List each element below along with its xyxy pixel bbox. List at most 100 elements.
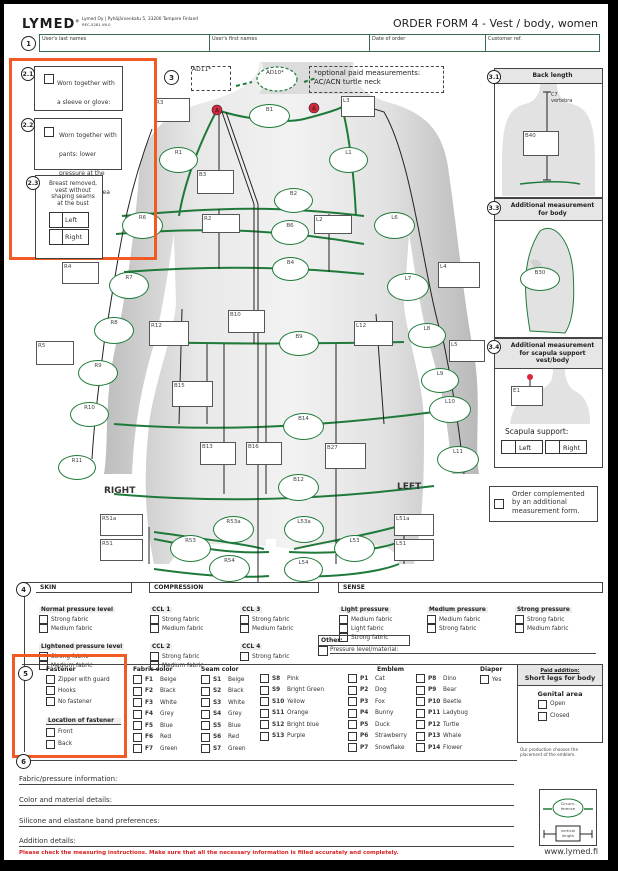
sense-light-light[interactable]: Light fabric (339, 624, 392, 633)
checkbox[interactable] (260, 697, 269, 707)
oval-r53a[interactable]: R53a (213, 516, 254, 543)
last-names-field[interactable]: User's last names (40, 35, 210, 51)
oval-l53a[interactable]: L53a (284, 516, 324, 543)
sense-medium-strong[interactable]: Strong fabric (427, 624, 488, 633)
oval-r8[interactable]: R8 (94, 317, 134, 344)
oval-r7[interactable]: R7 (109, 272, 149, 299)
checkbox[interactable] (46, 739, 55, 749)
oval-l9[interactable]: L9 (421, 368, 459, 393)
checkbox[interactable] (150, 615, 159, 624)
sense-light-medium[interactable]: Medium fabric (339, 615, 392, 624)
checkbox[interactable] (133, 732, 142, 742)
fastener-zipper[interactable]: Zipper with guard (46, 674, 121, 685)
checkbox[interactable] (538, 711, 547, 721)
measure-box-l5[interactable]: L5 (449, 340, 485, 362)
checkbox[interactable] (339, 624, 348, 633)
oval-b2[interactable]: B2 (274, 188, 313, 213)
checkbox[interactable] (201, 744, 210, 754)
checkbox[interactable] (260, 731, 269, 741)
checkbox[interactable] (416, 743, 425, 753)
sense-light-strong[interactable]: Strong fabric (339, 633, 392, 642)
checkbox[interactable] (515, 615, 524, 624)
breast-right-checkbox[interactable] (50, 229, 63, 244)
checkbox[interactable] (348, 743, 357, 753)
measure-box-b15[interactable]: B15 (172, 381, 213, 407)
skin-normal-medium[interactable]: Medium fabric (39, 624, 124, 633)
checkbox[interactable] (348, 697, 357, 707)
oval-l53[interactable]: L53 (334, 535, 375, 562)
genital-open[interactable]: Open (538, 698, 602, 710)
skin-normal-strong[interactable]: Strong fabric (39, 615, 124, 624)
checkbox[interactable] (46, 675, 55, 684)
checkbox[interactable] (240, 624, 249, 633)
measure-box-r12[interactable]: R12 (149, 321, 189, 346)
oval-r9[interactable]: R9 (78, 360, 118, 386)
ccl2-strong[interactable]: Strong fabric (150, 652, 203, 661)
oval-b14[interactable]: B14 (283, 413, 324, 440)
checkbox[interactable] (339, 633, 348, 642)
oval-l7[interactable]: L7 (387, 273, 429, 301)
measure-box-b3[interactable]: B3 (197, 170, 234, 194)
checkbox[interactable] (150, 661, 159, 670)
checkbox[interactable] (133, 675, 142, 685)
checkbox[interactable] (201, 709, 210, 719)
genital-closed[interactable]: Closed (538, 710, 602, 722)
checkbox[interactable] (201, 675, 210, 685)
skin-lightened-medium[interactable]: Medium fabric (39, 661, 124, 670)
oval-l54[interactable]: L54 (284, 557, 323, 582)
checkbox[interactable] (260, 685, 269, 695)
checkbox[interactable] (416, 685, 425, 695)
breast-left-option[interactable]: Left (49, 211, 89, 228)
scapula-left-checkbox[interactable] (502, 441, 516, 453)
oval-l10[interactable]: L10 (429, 396, 471, 423)
oval-l6[interactable]: L6 (374, 212, 415, 239)
oval-b30[interactable]: B30 (520, 267, 560, 291)
ccl3-strong[interactable]: Strong fabric (240, 615, 293, 624)
oval-r53[interactable]: R53 (170, 535, 211, 562)
checkbox[interactable] (133, 744, 142, 754)
measure-box-b40[interactable]: B40 (523, 131, 559, 156)
checkbox[interactable] (416, 720, 425, 730)
checkbox[interactable] (260, 708, 269, 718)
measure-box-l2[interactable]: L2 (314, 215, 352, 234)
measure-box-l3[interactable]: L3 (341, 96, 375, 117)
checkbox[interactable] (416, 674, 425, 684)
sense-strong-strong[interactable]: Strong fabric (515, 615, 572, 624)
oval-b6[interactable]: B6 (271, 220, 309, 245)
first-names-field[interactable]: User's first names (210, 35, 370, 51)
checkbox[interactable] (39, 615, 48, 624)
checkbox[interactable] (416, 697, 425, 707)
oval-b12[interactable]: B12 (278, 474, 319, 501)
complement-form-checkbox[interactable] (494, 499, 504, 509)
scapula-left-option[interactable]: Left (501, 440, 543, 454)
checkbox[interactable] (416, 708, 425, 718)
oval-r1[interactable]: R1 (159, 147, 198, 173)
checkbox[interactable] (39, 624, 48, 633)
checkbox[interactable] (133, 721, 142, 731)
with-pants-checkbox[interactable] (44, 127, 54, 137)
checkbox[interactable] (416, 731, 425, 741)
checkbox[interactable] (538, 699, 547, 709)
measure-box-l4[interactable]: L4 (438, 262, 480, 288)
checkbox[interactable] (150, 624, 159, 633)
scapula-right-checkbox[interactable] (546, 441, 560, 453)
